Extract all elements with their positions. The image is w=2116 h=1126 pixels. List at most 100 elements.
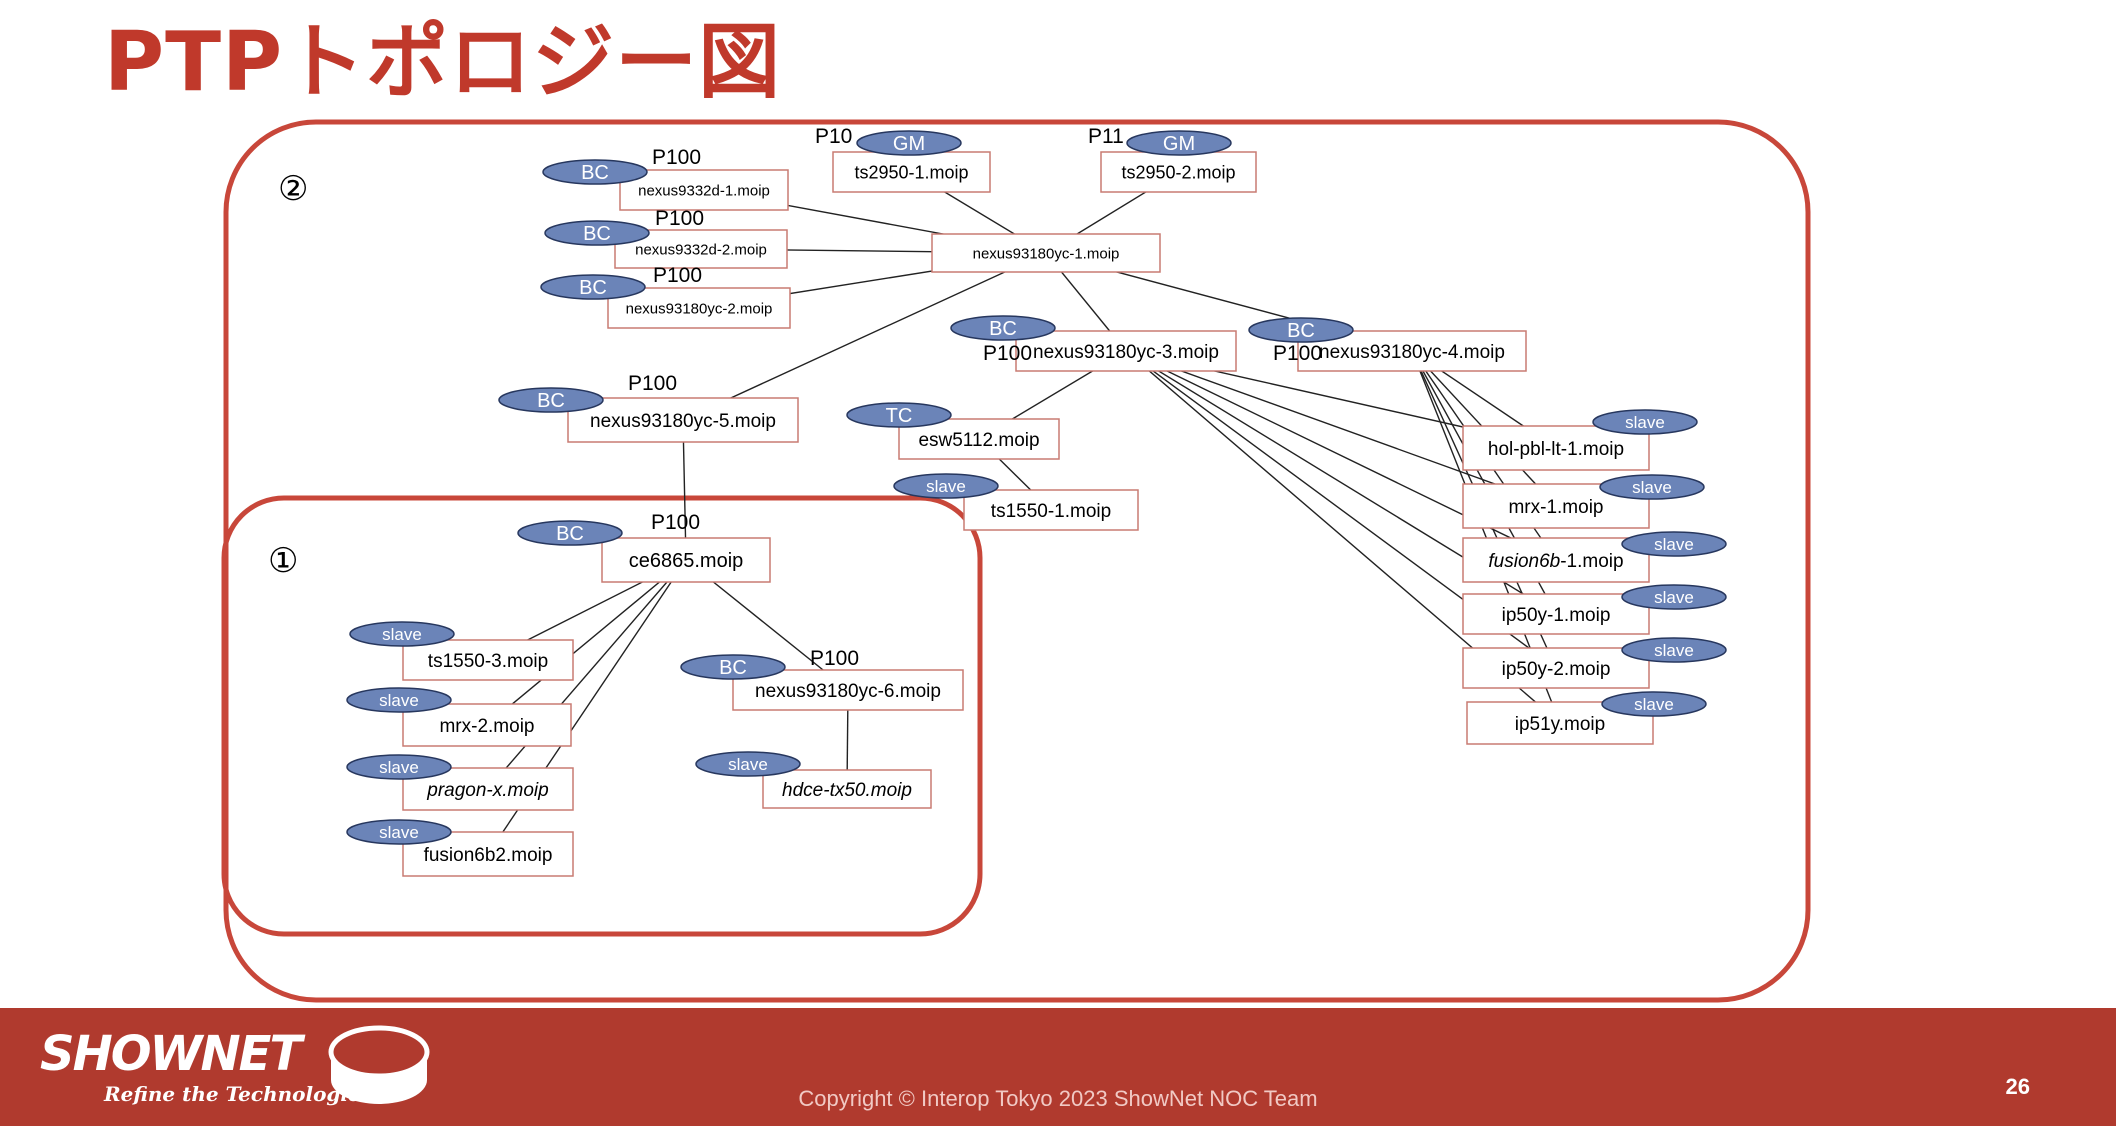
node-box: [402, 639, 574, 681]
port-label: P100: [628, 372, 677, 395]
port-label: P100: [653, 264, 702, 287]
region-2-label: ②: [278, 169, 308, 209]
link-n95-ce: [682, 419, 687, 561]
role-label: slave: [1632, 478, 1672, 497]
node-label: nexus93180yc-6.moip: [755, 681, 941, 702]
node-label: ts1550-1.moip: [991, 501, 1111, 522]
node-ip2: ip50y-2.moip slave: [1462, 637, 1727, 689]
role-label: slave: [379, 691, 419, 710]
link-core-n95: [682, 252, 1047, 421]
node-label: ip51y.moip: [1515, 714, 1605, 735]
role-label: slave: [728, 755, 768, 774]
logo-disc-icon: [328, 1025, 430, 1104]
node-label: hol-pbl-lt-1.moip: [1488, 439, 1624, 460]
node-box: [1462, 647, 1650, 689]
role-label: BC: [583, 223, 611, 245]
node-gm1: ts2950-1.moip GM P10: [815, 125, 991, 193]
role-badge: [540, 274, 646, 300]
role-label: BC: [989, 318, 1017, 340]
node-label: nexus93180yc-2.moip: [626, 300, 773, 317]
role-badge: [846, 402, 952, 428]
node-label: fusion6b-1.moip: [1488, 551, 1623, 572]
role-badge: [680, 654, 786, 680]
role-label: slave: [379, 758, 419, 777]
link-n93-mrx1: [1125, 350, 1557, 507]
role-label: BC: [579, 277, 607, 299]
node-label: ip50y-2.moip: [1502, 659, 1611, 680]
node-label: nexus93180yc-1.moip: [973, 245, 1120, 262]
role-badge: [1248, 317, 1354, 343]
node-label: nexus9332d-2.moip: [635, 241, 767, 258]
link-ce-mrx2: [486, 559, 687, 726]
node-mrx1: mrx-1.moip slave: [1462, 474, 1705, 529]
node-fus6b: fusion6b-1.moip slave: [1462, 531, 1727, 583]
role-badge: [346, 754, 452, 780]
node-box: [402, 703, 572, 747]
node-prg: pragon-x.moip slave: [346, 754, 574, 811]
node-n2: nexus9332d-2.moip BC P100: [544, 207, 788, 269]
role-badge: [1621, 531, 1727, 557]
role-badge: [346, 687, 452, 713]
node-label: hdce-tx50.moip: [782, 780, 912, 801]
node-box: [1015, 330, 1237, 372]
node-n3: nexus93180yc-2.moip BC P100: [540, 264, 791, 329]
role-label: slave: [1654, 641, 1694, 660]
link-ce-prg: [487, 559, 687, 790]
role-badge: [856, 130, 962, 156]
role-badge: [498, 387, 604, 413]
node-label: nexus93180yc-4.moip: [1319, 342, 1505, 363]
role-badge: [1592, 409, 1698, 435]
node-label: mrx-1.moip: [1508, 497, 1603, 518]
role-badge: [542, 159, 648, 185]
port-label: P10: [815, 125, 852, 148]
role-label: slave: [1654, 588, 1694, 607]
port-label: P100: [651, 511, 700, 534]
role-label: slave: [379, 823, 419, 842]
role-badge: [517, 520, 623, 546]
node-label: pragon-x.moip: [426, 780, 548, 801]
region-1-label: ①: [268, 541, 298, 581]
node-box: [931, 233, 1161, 273]
node-label: ts2950-1.moip: [854, 162, 968, 182]
node-box: [963, 489, 1139, 531]
node-box: [1462, 425, 1650, 471]
shownet-logo: SHOWNET: [40, 1026, 302, 1082]
footer-bar: SHOWNET Refine the Technologies Copyrigh…: [0, 1008, 2116, 1126]
ptp-topology-diagram: ② ① nexus9332d-1.moipBCP100nexus9332d-2.…: [221, 119, 1811, 1003]
role-badge: [544, 220, 650, 246]
port-label: P11: [1088, 125, 1124, 148]
nodes-layer: nexus9332d-1.moipBCP100nexus9332d-2.moip…: [346, 125, 1727, 877]
node-label: mrx-2.moip: [439, 716, 534, 737]
port-label: P100: [810, 647, 859, 670]
role-badge: [349, 621, 455, 647]
role-badge: [1621, 637, 1727, 663]
node-core: nexus93180yc-1.moip: [931, 233, 1161, 273]
logo-tagline: Refine the Technologies: [104, 1082, 372, 1106]
node-box: [1100, 151, 1257, 193]
node-hdce: hdce-tx50.moip slave: [695, 751, 932, 809]
port-label: P100: [655, 207, 704, 230]
role-label: GM: [1163, 133, 1195, 155]
port-label: P100: [1273, 342, 1322, 365]
role-badge: [1126, 130, 1232, 156]
node-box: [762, 769, 932, 809]
page-number: 26: [2005, 1074, 2030, 1099]
region-1-frame: [221, 495, 983, 937]
node-label: ce6865.moip: [629, 550, 744, 572]
node-mrx2: mrx-2.moip slave: [346, 687, 572, 747]
role-label: slave: [1654, 535, 1694, 554]
role-label: BC: [1287, 320, 1315, 342]
node-label: nexus93180yc-5.moip: [590, 411, 776, 432]
role-label: GM: [893, 133, 925, 155]
port-label: P100: [652, 146, 701, 169]
